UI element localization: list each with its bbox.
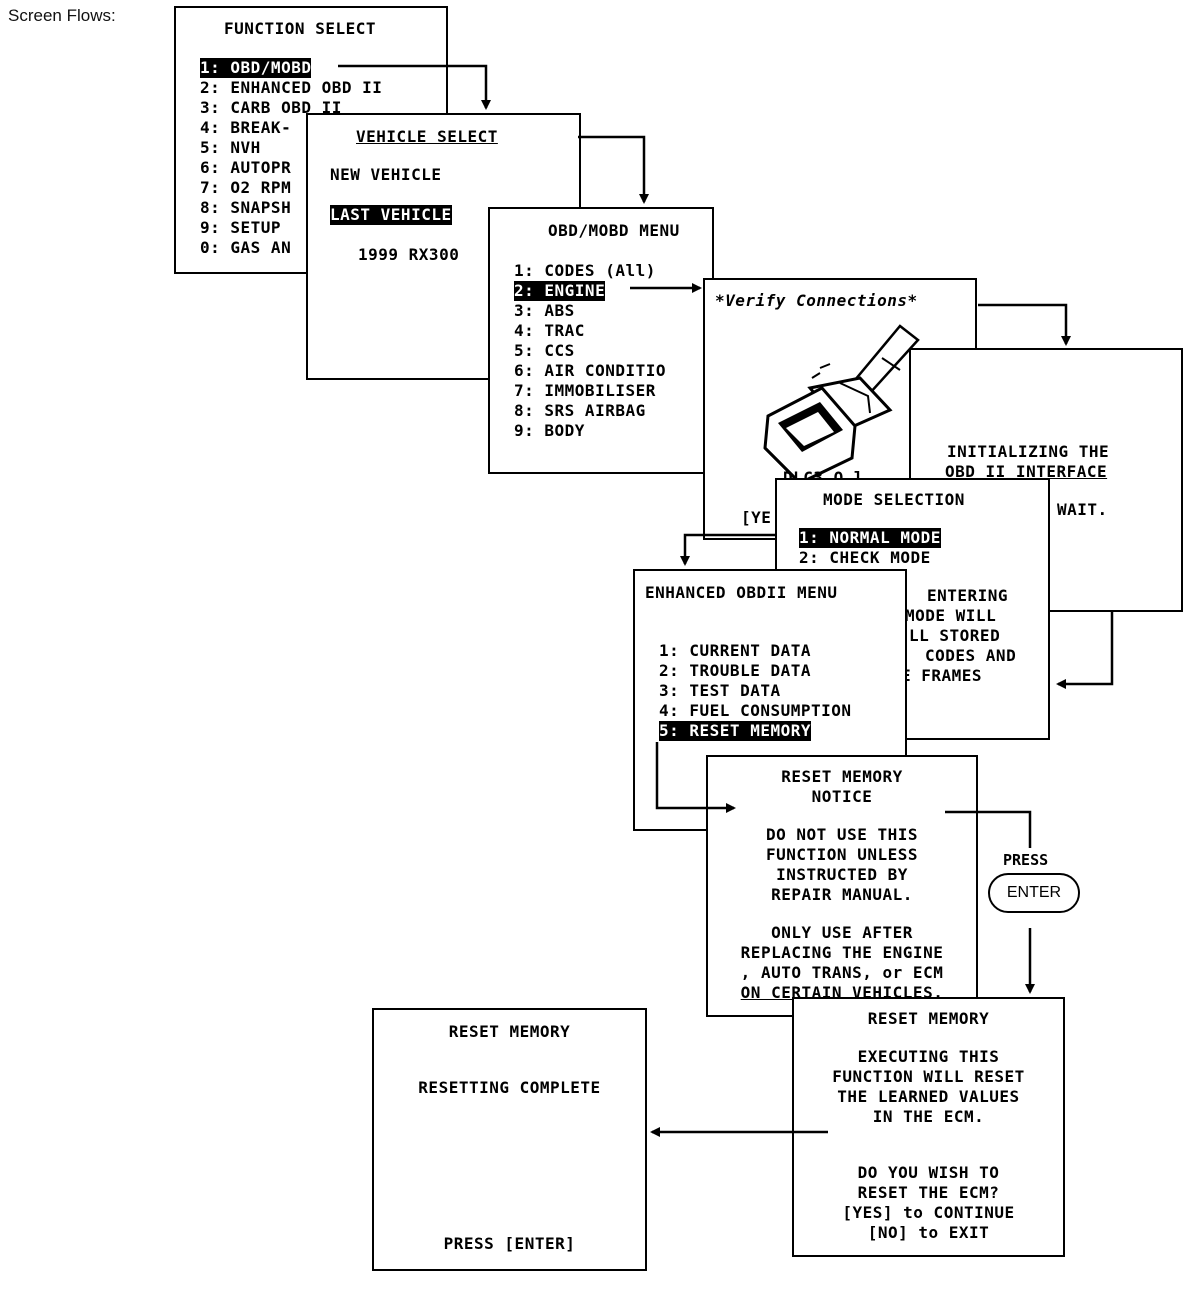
verify-fragment-yes: [YE: [741, 508, 772, 527]
notice-line-2: FUNCTION UNLESS: [766, 845, 918, 864]
check-mode-option[interactable]: 2: CHECK MODE: [799, 548, 931, 567]
init-line-3: WAIT.: [1057, 500, 1108, 519]
diagram-caption: Screen Flows:: [8, 6, 116, 25]
obd-item-trac[interactable]: 4: TRAC: [514, 321, 585, 340]
new-vehicle-option[interactable]: NEW VEHICLE: [330, 165, 442, 184]
notice-line-1: DO NOT USE THIS: [766, 825, 918, 844]
mode-notice-1: ENTERING: [927, 586, 1009, 605]
obd-item-abs[interactable]: 3: ABS: [514, 301, 575, 320]
mode-notice-3: LL STORED: [909, 626, 1001, 645]
function-item-gas-an[interactable]: 0: GAS AN: [200, 238, 292, 257]
function-item-snapsh[interactable]: 8: SNAPSH: [200, 198, 292, 217]
normal-mode-option[interactable]: 1: NORMAL MODE: [799, 528, 941, 548]
notice-line-3: INSTRUCTED BY: [776, 865, 908, 884]
confirm-line-8: RESET THE ECM?: [857, 1183, 1000, 1202]
arrow-verify-to-init: [978, 303, 1071, 346]
mode-notice-4: CODES AND: [925, 646, 1017, 665]
last-vehicle-option[interactable]: LAST VEHICLE: [330, 205, 452, 225]
enhanced-item-trouble-data[interactable]: 2: TROUBLE DATA: [659, 661, 811, 680]
notice-title-2: NOTICE: [811, 787, 873, 806]
confirm-line-7: DO YOU WISH TO: [857, 1163, 1000, 1182]
vehicle-select-title: VEHICLE SELECT: [356, 127, 498, 146]
notice-title-1: RESET MEMORY: [781, 767, 903, 786]
arrow-init-to-mode: [1056, 612, 1114, 689]
function-item-nvh[interactable]: 5: NVH: [200, 138, 261, 157]
obd-item-srs-airbag[interactable]: 8: SRS AIRBAG: [514, 401, 646, 420]
notice-line-7: REPLACING THE ENGINE: [740, 943, 944, 962]
confirm-line-3: THE LEARNED VALUES: [837, 1087, 1020, 1106]
function-item-enhanced-obd[interactable]: 2: ENHANCED OBD II: [200, 78, 383, 97]
notice-line-8: , AUTO TRANS, or ECM: [740, 963, 944, 982]
arrow-vehicle-to-obd: [578, 135, 649, 204]
notice-line-6: ONLY USE AFTER: [771, 923, 913, 942]
obd-item-body[interactable]: 9: BODY: [514, 421, 585, 440]
enhanced-item-test-data[interactable]: 3: TEST DATA: [659, 681, 781, 700]
press-label: PRESS: [1003, 851, 1049, 869]
function-item-break[interactable]: 4: BREAK-: [200, 118, 292, 137]
obd-item-ccs[interactable]: 5: CCS: [514, 341, 575, 360]
reset-memory-notice-screen: RESET MEMORY NOTICE DO NOT USE THIS FUNC…: [706, 755, 978, 1017]
mode-selection-title: MODE SELECTION: [823, 490, 965, 509]
obd-mobd-menu-screen: OBD/MOBD MENU 1: CODES (All) 2: ENGINE 3…: [488, 207, 714, 474]
function-item-o2-rpm[interactable]: 7: O2 RPM: [200, 178, 292, 197]
obd-item-codes[interactable]: 1: CODES (All): [514, 261, 656, 280]
complete-press-enter[interactable]: PRESS [ENTER]: [443, 1234, 576, 1253]
mode-notice-2: MODE WILL: [905, 606, 997, 625]
function-item-setup[interactable]: 9: SETUP: [200, 218, 282, 237]
enhanced-item-current-data[interactable]: 1: CURRENT DATA: [659, 641, 811, 660]
notice-line-4: REPAIR MANUAL.: [771, 885, 913, 904]
function-item-obd-mobd[interactable]: 1: OBD/MOBD: [200, 58, 312, 78]
confirm-title: RESET MEMORY: [867, 1009, 990, 1028]
confirm-line-4: IN THE ECM.: [872, 1107, 985, 1126]
saved-vehicle-label: 1999 RX300: [358, 245, 460, 264]
confirm-line-2: FUNCTION WILL RESET: [832, 1067, 1025, 1086]
function-item-carb-obd[interactable]: 3: CARB OBD II: [200, 98, 342, 117]
dlc3-connector-icon: [763, 324, 920, 485]
enter-key-button[interactable]: ENTER: [988, 873, 1080, 913]
reset-complete-screen: RESET MEMORY RESETTING COMPLETE PRESS [E…: [372, 1008, 647, 1271]
function-item-autopr[interactable]: 6: AUTOPR: [200, 158, 292, 177]
confirm-line-1: EXECUTING THIS: [857, 1047, 1000, 1066]
enhanced-item-reset-memory[interactable]: 5: RESET MEMORY: [659, 721, 811, 741]
reset-memory-confirm-screen: RESET MEMORY EXECUTING THIS FUNCTION WIL…: [792, 997, 1065, 1257]
confirm-yes-continue[interactable]: [YES] to CONTINUE: [842, 1203, 1015, 1222]
obd-menu-title: OBD/MOBD MENU: [548, 221, 680, 240]
mode-notice-5: E FRAMES: [901, 666, 983, 685]
enhanced-item-fuel-consumption[interactable]: 4: FUEL CONSUMPTION: [659, 701, 852, 720]
function-select-title: FUNCTION SELECT: [224, 19, 376, 38]
enhanced-menu-title: ENHANCED OBDII MENU: [645, 583, 838, 602]
verify-title: *Verify Connections*: [715, 291, 918, 310]
init-line-2: OBD II INTERFACE: [945, 462, 1108, 481]
complete-status: RESETTING COMPLETE: [418, 1078, 601, 1097]
obd-item-immobiliser[interactable]: 7: IMMOBILISER: [514, 381, 656, 400]
confirm-no-exit[interactable]: [NO] to EXIT: [867, 1223, 990, 1242]
init-line-1: INITIALIZING THE: [947, 442, 1110, 461]
obd-item-air-condition[interactable]: 6: AIR CONDITIO: [514, 361, 666, 380]
obd-item-engine[interactable]: 2: ENGINE: [514, 281, 606, 301]
complete-title: RESET MEMORY: [448, 1022, 571, 1041]
